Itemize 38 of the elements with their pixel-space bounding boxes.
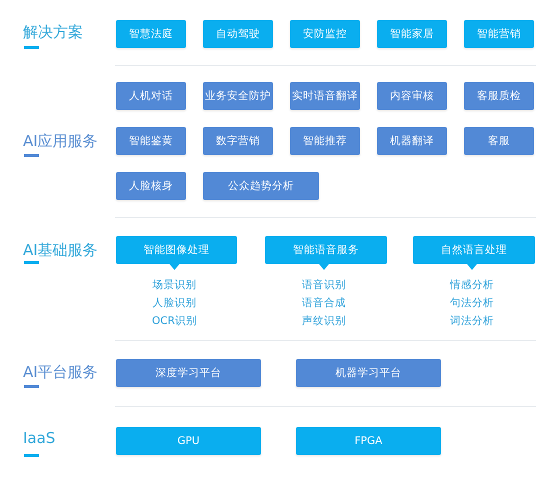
callout-box: 智能图像处理 [116,236,237,270]
item-text: 声纹识别 [302,314,346,328]
service-box: FPGA [296,427,441,455]
item-text: 场景识别 [152,278,196,292]
section-heading: AI应用服务 [23,132,98,150]
section-heading: AI平台服务 [23,363,98,381]
service-box: 智慧法庭 [116,20,186,48]
section-heading: IaaS [23,429,56,447]
item-text: OCR识别 [152,314,197,328]
item-text: 句法分析 [450,296,494,310]
service-box: 公众趋势分析 [203,172,319,200]
section-heading: 解决方案 [23,23,83,41]
item-text: 情感分析 [450,278,494,292]
service-box: 人机对话 [116,82,186,110]
service-box: 智能家居 [377,20,447,48]
service-box: 深度学习平台 [116,359,261,387]
item-text: 语音合成 [302,296,346,310]
service-box: 内容审核 [377,82,447,110]
service-box: 数字营销 [203,127,273,155]
section-heading: AI基础服务 [23,241,98,259]
service-box: 智能鉴黄 [116,127,186,155]
callout-box: 智能语音服务 [265,236,387,270]
service-box: 实时语音翻译 [290,82,360,110]
item-text: 词法分析 [450,314,494,328]
service-box: 客服 [464,127,534,155]
service-box: 机器翻译 [377,127,447,155]
service-box: 智能营销 [464,20,534,48]
service-box: 安防监控 [290,20,360,48]
callout-box: 自然语言处理 [413,236,535,270]
service-box: 自动驾驶 [203,20,273,48]
item-text: 人脸识别 [152,296,196,310]
service-box: 客服质检 [464,82,534,110]
service-box: GPU [116,427,261,455]
service-box: 人脸核身 [116,172,186,200]
service-box: 业务安全防护 [203,82,273,110]
service-box: 智能推荐 [290,127,360,155]
service-box: 机器学习平台 [296,359,441,387]
item-text: 语音识别 [302,278,346,292]
